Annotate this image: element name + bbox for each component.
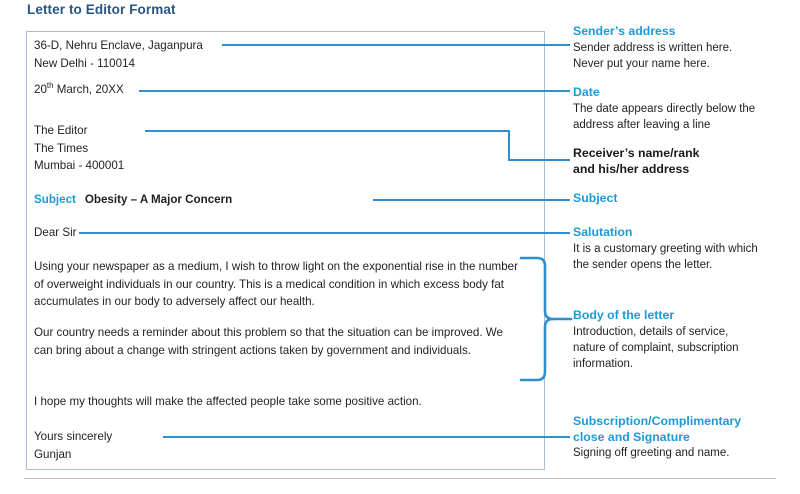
annotation-heading: Sender’s address: [573, 24, 676, 38]
annotation-body: Signing off greeting and name.: [573, 447, 730, 459]
annotation-body: Introduction, details of service, nature…: [573, 325, 739, 370]
letter-box: [26, 31, 545, 470]
annotation-subscription-close-signature: Subscription/Complimentary close and Sig…: [573, 414, 797, 461]
connector-line-receiver-segment-1: [145, 130, 510, 132]
connector-line-receiver-segment-vertical: [508, 130, 510, 161]
connector-line-receiver-segment-2: [508, 159, 570, 161]
annotation-body: It is a customary greeting with which th…: [573, 242, 758, 271]
annotation-body: The date appears directly below the addr…: [573, 102, 756, 131]
letter-salutation: Dear Sir: [34, 226, 77, 239]
connector-line-sender-address: [222, 44, 570, 46]
annotation-senders-address: Sender’s address Sender address is writt…: [573, 24, 797, 72]
letter-body-paragraph-2: Our country needs a reminder about this …: [34, 326, 503, 357]
letter-date: 20th March, 20XX: [34, 81, 124, 99]
letter-date-rest: March, 20XX: [53, 83, 124, 96]
connector-line-closing: [163, 436, 570, 438]
annotation-date: Date The date appears directly below the…: [573, 85, 797, 133]
letter-subject-label: Subject: [34, 193, 76, 206]
connector-line-subject: [373, 199, 570, 201]
annotation-receiver-name-address: Receiver’s name/rank and his/her address: [573, 146, 797, 177]
letter-date-suffix: th: [46, 81, 54, 91]
letter-body-paragraph-3: I hope my thoughts will make the affecte…: [34, 395, 422, 408]
bottom-divider: [24, 478, 776, 479]
annotation-salutation: Salutation It is a customary greeting wi…: [573, 225, 797, 273]
letter-date-day: 20: [34, 83, 47, 96]
body-brace-icon: [519, 256, 573, 382]
connector-line-salutation: [79, 232, 570, 234]
letter-closing-signature: Yours sincerely Gunjan: [34, 430, 113, 461]
letter-subject-line: Subject Obesity – A Major Concern: [34, 191, 232, 209]
annotation-body-of-the-letter: Body of the letter Introduction, details…: [573, 308, 797, 372]
letter-body-paragraph-1: Using your newspaper as a medium, I wish…: [34, 260, 518, 308]
annotation-heading: Date: [573, 85, 600, 99]
connector-line-date: [139, 90, 570, 92]
annotation-heading: Subscription/Complimentary close and Sig…: [573, 414, 742, 444]
annotation-heading: Salutation: [573, 225, 633, 239]
annotation-body: Sender address is written here. Never pu…: [573, 41, 733, 70]
annotation-heading: Receiver’s name/rank and his/her address: [573, 146, 700, 176]
letter-sender-address: 36-D, Nehru Enclave, Jaganpura New Delhi…: [34, 39, 203, 70]
annotation-heading: Subject: [573, 191, 618, 205]
letter-subject-value: Obesity – A Major Concern: [84, 193, 233, 206]
letter-receiver-address: The Editor The Times Mumbai - 400001: [34, 124, 125, 172]
annotation-subject: Subject: [573, 191, 797, 207]
page-title: Letter to Editor Format: [27, 2, 176, 17]
annotation-heading: Body of the letter: [573, 308, 675, 322]
